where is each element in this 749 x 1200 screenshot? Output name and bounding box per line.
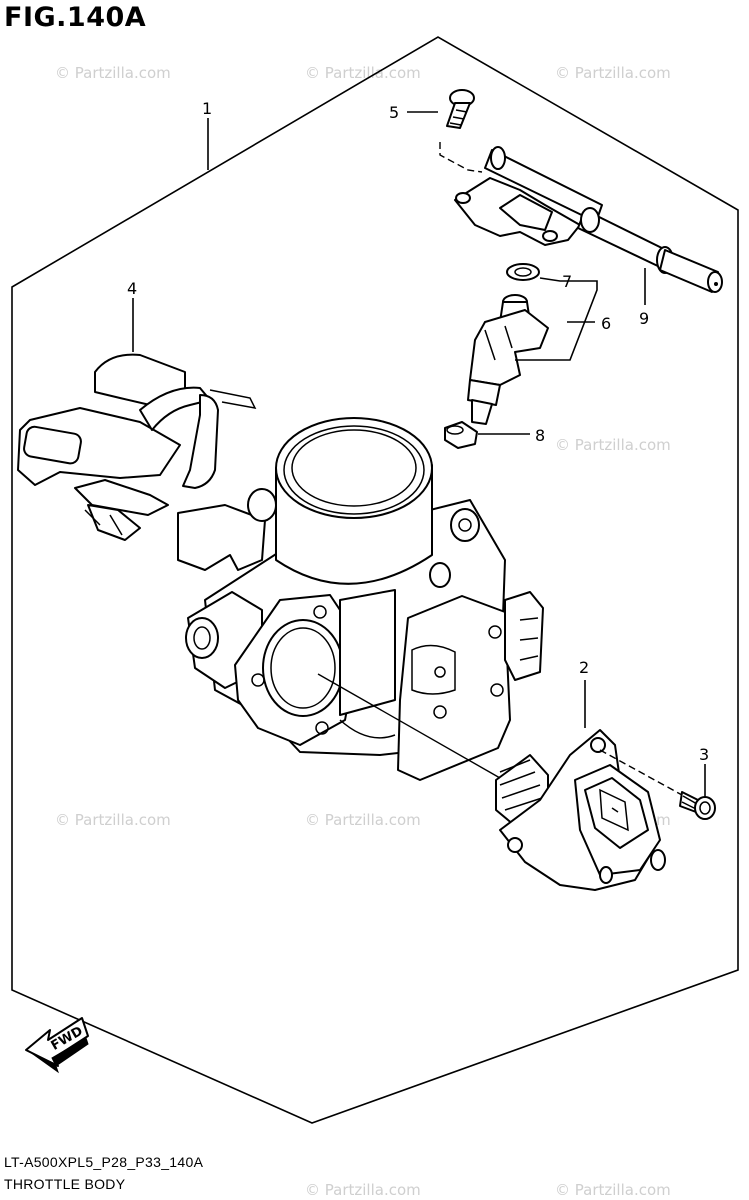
harness-bracket-drawing: [17, 353, 257, 541]
callout-7: 7: [562, 272, 572, 291]
callout-4: 4: [127, 279, 137, 298]
watermark-text: © Partzilla.com: [305, 1181, 421, 1199]
callout-2: 2: [579, 658, 589, 677]
callout-5: 5: [389, 103, 399, 122]
watermark-text: © Partzilla.com: [305, 811, 421, 829]
watermark-text: © Partzilla.com: [55, 811, 171, 829]
watermark-text: © Partzilla.com: [305, 64, 421, 82]
callout-labels: 1 2 3 4 5 6 7 8 9: [127, 99, 709, 764]
forward-arrow-icon: FWD: [25, 1017, 89, 1074]
alignment-line: [317, 673, 501, 779]
screw-drawing: [439, 89, 483, 173]
leader-lines: [132, 111, 706, 797]
watermark-text: © Partzilla.com: [555, 436, 671, 454]
callout-1: 1: [202, 99, 212, 118]
callout-8: 8: [535, 426, 545, 445]
assembly-boundary: [11, 36, 739, 1124]
isc-valve-drawing: [495, 729, 666, 891]
section-name: THROTTLE BODY: [4, 1176, 126, 1192]
o-ring-drawing: [506, 263, 540, 281]
fuel-delivery-pipe-drawing: [454, 146, 723, 293]
throttle-body-drawing: [177, 417, 544, 781]
watermark-text: © Partzilla.com: [55, 64, 171, 82]
injector-seal-drawing: [444, 421, 478, 449]
watermark-text: © Partzilla.com: [555, 64, 671, 82]
callout-3: 3: [699, 745, 709, 764]
callout-6: 6: [601, 314, 611, 333]
figure-title: FIG.140A: [4, 2, 147, 33]
fuel-injector-drawing: [467, 294, 549, 425]
small-bolt-drawing: [599, 749, 716, 820]
callout-9: 9: [639, 309, 649, 328]
watermark-text: © Partzilla.com: [555, 1181, 671, 1199]
diagram-code: LT-A500XPL5_P28_P33_140A: [4, 1154, 204, 1170]
